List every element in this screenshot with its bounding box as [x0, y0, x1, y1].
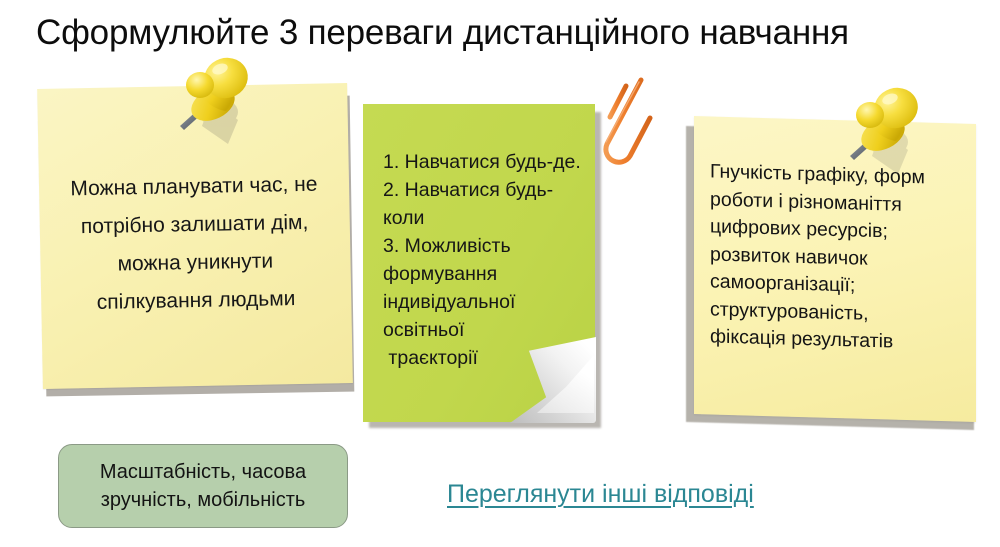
note-1-text: Можна планувати час, не потрібно залишат…	[70, 172, 318, 314]
view-other-answers-link[interactable]: Переглянути інші відповіді	[447, 480, 754, 508]
note-2-line-4: формування	[383, 263, 498, 285]
sticky-note-2[interactable]: 1. Навчатися будь-де. 2. Навчатися будь-…	[363, 104, 601, 428]
note-3-text: Гнучкість графіку, форм роботи і різнома…	[710, 158, 968, 358]
note-2-line-7: траєкторії	[383, 347, 478, 369]
note-2-line-3: 3. Можливість	[383, 235, 511, 257]
note-2-text: 1. Навчатися будь-де. 2. Навчатися будь-…	[383, 148, 589, 372]
sticky-note-1[interactable]: Можна планувати час, не потрібно залишат…	[37, 83, 355, 397]
note-2-line-6: освітньої	[383, 319, 465, 341]
answer-callout-box[interactable]: Масштабність, часова зручність, мобільні…	[58, 444, 348, 528]
note-2-line-1: 1. Навчатися будь-де.	[383, 151, 581, 173]
answer-callout-text: Масштабність, часова зручність, мобільні…	[99, 461, 307, 511]
note-2-paper	[363, 104, 596, 423]
note-2-line-5: індивідуальної	[383, 291, 516, 313]
sticky-note-3[interactable]: Гнучкість графіку, форм роботи і різнома…	[686, 116, 976, 431]
page-title: Сформулюйте 3 переваги дистанційного нав…	[36, 13, 849, 52]
note-2-line-2: 2. Навчатися будь-коли	[383, 179, 554, 229]
page-curl-icon	[510, 337, 596, 423]
